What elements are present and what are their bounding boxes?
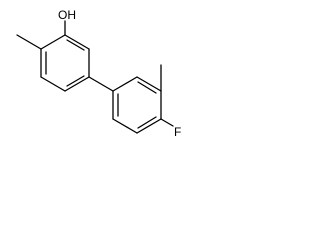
double-bond-a1-a2 — [66, 39, 85, 51]
bond-b2-b3 — [136, 76, 162, 92]
fluoro-label: F — [174, 125, 181, 139]
bond-b4-b5 — [136, 118, 162, 134]
structure-diagram: OH F — [16, 8, 181, 139]
bond-a3-a4 — [64, 76, 90, 92]
double-bond-b2-b3 — [137, 81, 157, 94]
double-bond-b4-b5 — [137, 116, 157, 129]
ring-a — [40, 34, 90, 92]
hydroxyl-label: OH — [58, 8, 76, 22]
bond-biaryl — [88, 76, 114, 92]
bond-b1-b2 — [112, 76, 138, 92]
bond-a1-a2 — [64, 34, 90, 50]
bond-methyl-a — [16, 34, 42, 50]
double-bond-a3-a4 — [66, 75, 85, 87]
bond-c-f — [160, 118, 174, 127]
bond-a6-a1 — [40, 34, 66, 50]
bond-a4-a5 — [40, 76, 66, 92]
bond-b5-b6 — [112, 118, 138, 134]
ring-b — [112, 76, 162, 134]
